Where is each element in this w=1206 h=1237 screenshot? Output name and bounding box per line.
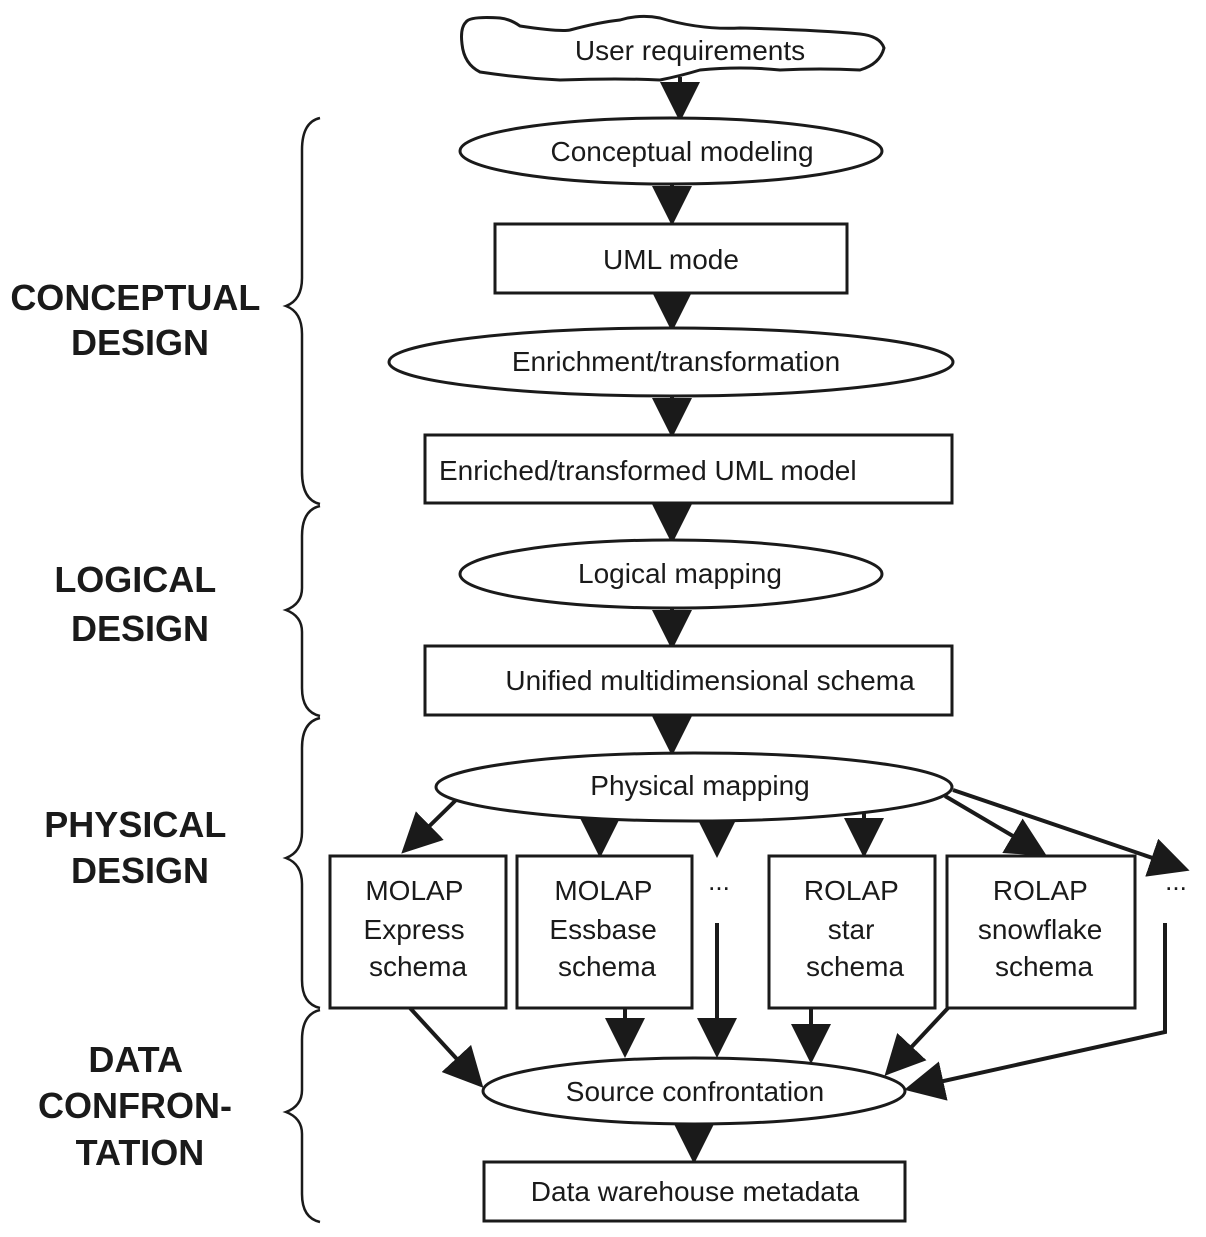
rect-shape xyxy=(515,854,694,1010)
node-rolap-star-schema: ROLAP star schema xyxy=(767,854,937,1010)
edge-ellipsis-2-to-source xyxy=(904,923,1167,1101)
node-logical-mapping: Logical mapping xyxy=(458,538,884,610)
rect-shape xyxy=(328,854,508,1010)
node-enriched-uml-model: Enriched/transformed UML model xyxy=(423,433,954,505)
node-label: Physical mapping xyxy=(590,770,809,801)
brace-physical xyxy=(282,716,321,1010)
node-molap-essbase-schema: MOLAP Essbase schema xyxy=(515,854,694,1010)
node-label: Data warehouse metadata xyxy=(531,1176,860,1207)
ellipse-shape xyxy=(434,751,954,823)
edge-rolap-snowflake-to-source xyxy=(884,1006,950,1076)
ellipse-shape xyxy=(387,326,955,398)
rect-shape xyxy=(423,644,954,717)
ellipse-shape xyxy=(481,1056,907,1126)
ellipse-shape xyxy=(458,538,884,610)
cloud-shape xyxy=(460,14,886,82)
node-rolap-snowflake-schema: ROLAP snowflake schema xyxy=(945,854,1137,1010)
brace-logical xyxy=(282,504,321,718)
ellipse-shape xyxy=(458,116,884,186)
node-label: MOLAP Express schema xyxy=(364,875,473,982)
edge-molap-express-to-source xyxy=(408,1006,484,1088)
rect-shape xyxy=(945,854,1137,1010)
node-label: Enriched/transformed UML model xyxy=(439,455,857,486)
phase-label-conceptual: CONCEPTUAL DESIGN xyxy=(10,277,269,363)
edges xyxy=(401,77,1190,1164)
phase-label-logical: LOGICAL DESIGN xyxy=(54,559,225,649)
node-conceptual-modeling: Conceptual modeling xyxy=(458,116,884,186)
node-label: Enrichment/transformation xyxy=(512,346,840,377)
node-physical-mapping: Physical mapping xyxy=(434,751,954,823)
rect-shape xyxy=(493,222,849,295)
node-source-confrontation: Source confrontation xyxy=(481,1056,907,1126)
brace-data-confrontation xyxy=(282,1008,321,1224)
node-label: User requirements xyxy=(575,35,805,66)
rect-shape xyxy=(482,1160,907,1223)
node-uml-mode: UML mode xyxy=(493,222,849,295)
node-label: UML mode xyxy=(603,244,739,275)
edge-physical-to-molap-express xyxy=(401,798,458,854)
rect-shape xyxy=(423,433,954,505)
node-label: ROLAP star schema xyxy=(804,875,906,982)
edge-physical-to-rolap-snowflake xyxy=(943,794,1047,857)
node-user-requirements: User requirements xyxy=(460,14,886,82)
node-label: Logical mapping xyxy=(578,558,782,589)
node-data-warehouse-metadata: Data warehouse metadata xyxy=(482,1160,907,1223)
node-ellipsis-2: ... xyxy=(1165,866,1187,896)
node-molap-express-schema: MOLAP Express schema xyxy=(328,854,508,1010)
rect-shape xyxy=(767,854,937,1010)
node-enrichment-transformation: Enrichment/transformation xyxy=(387,326,955,398)
node-ellipsis-1: ... xyxy=(708,866,730,896)
node-label: Unified multidimensional schema xyxy=(505,665,915,696)
node-label: Conceptual modeling xyxy=(550,136,813,167)
brace-conceptual xyxy=(282,116,321,506)
node-unified-multidimensional-schema: Unified multidimensional schema xyxy=(423,644,954,717)
phase-label-physical: PHYSICAL DESIGN xyxy=(44,804,235,891)
node-label: Source confrontation xyxy=(566,1076,824,1107)
edge-physical-to-ellipsis-2 xyxy=(952,788,1190,877)
node-label: MOLAP Essbase schema xyxy=(549,875,664,982)
node-label: ROLAP snowflake schema xyxy=(978,875,1110,982)
phase-label-data-confrontation: DATA CONFRON- TATION xyxy=(38,1039,242,1173)
